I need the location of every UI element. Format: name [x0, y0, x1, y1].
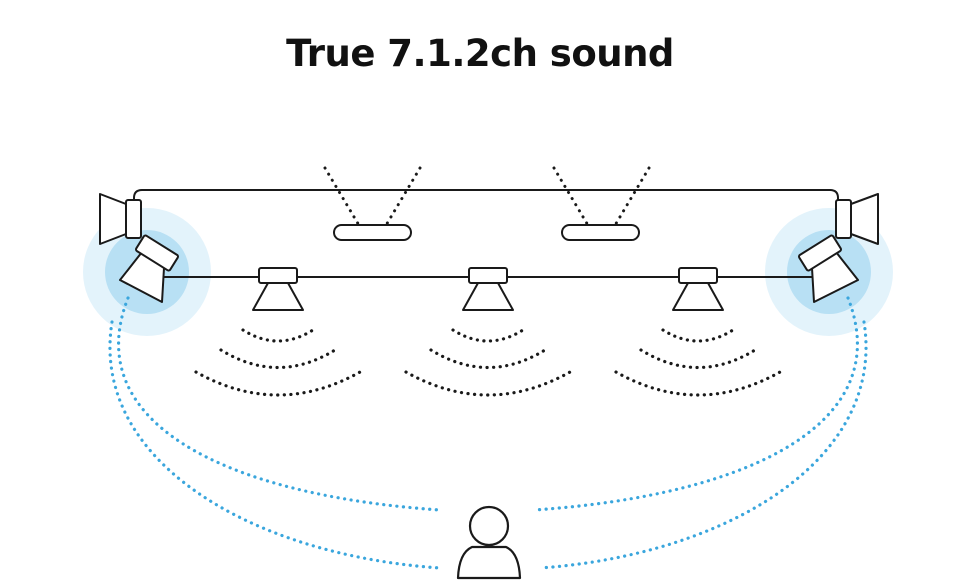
- diagram-title: True 7.1.2ch sound: [286, 32, 674, 75]
- front-speaker-left-icon: [252, 267, 304, 311]
- soundbar-frame: [133, 189, 842, 278]
- sound-wave-icon: [614, 328, 782, 397]
- up-firing-speaker-right: [552, 166, 651, 241]
- front-speaker-center-icon: [462, 267, 514, 311]
- right-side-speaker-icon: [835, 193, 879, 245]
- listener-icon: [456, 505, 522, 580]
- right-side-firing-speaker-icon: [798, 234, 859, 303]
- left-side-speaker-icon: [99, 193, 142, 245]
- sound-wave-icon: [194, 328, 362, 397]
- surround-sound-paths: [108, 296, 868, 570]
- up-firing-speaker-icon: [561, 224, 640, 241]
- front-speaker-right-icon: [672, 267, 724, 311]
- left-side-firing-speaker-icon: [119, 234, 179, 303]
- sound-wave-icon: [404, 328, 572, 397]
- up-firing-speaker-icon: [333, 224, 412, 241]
- up-firing-speaker-left: [323, 166, 422, 241]
